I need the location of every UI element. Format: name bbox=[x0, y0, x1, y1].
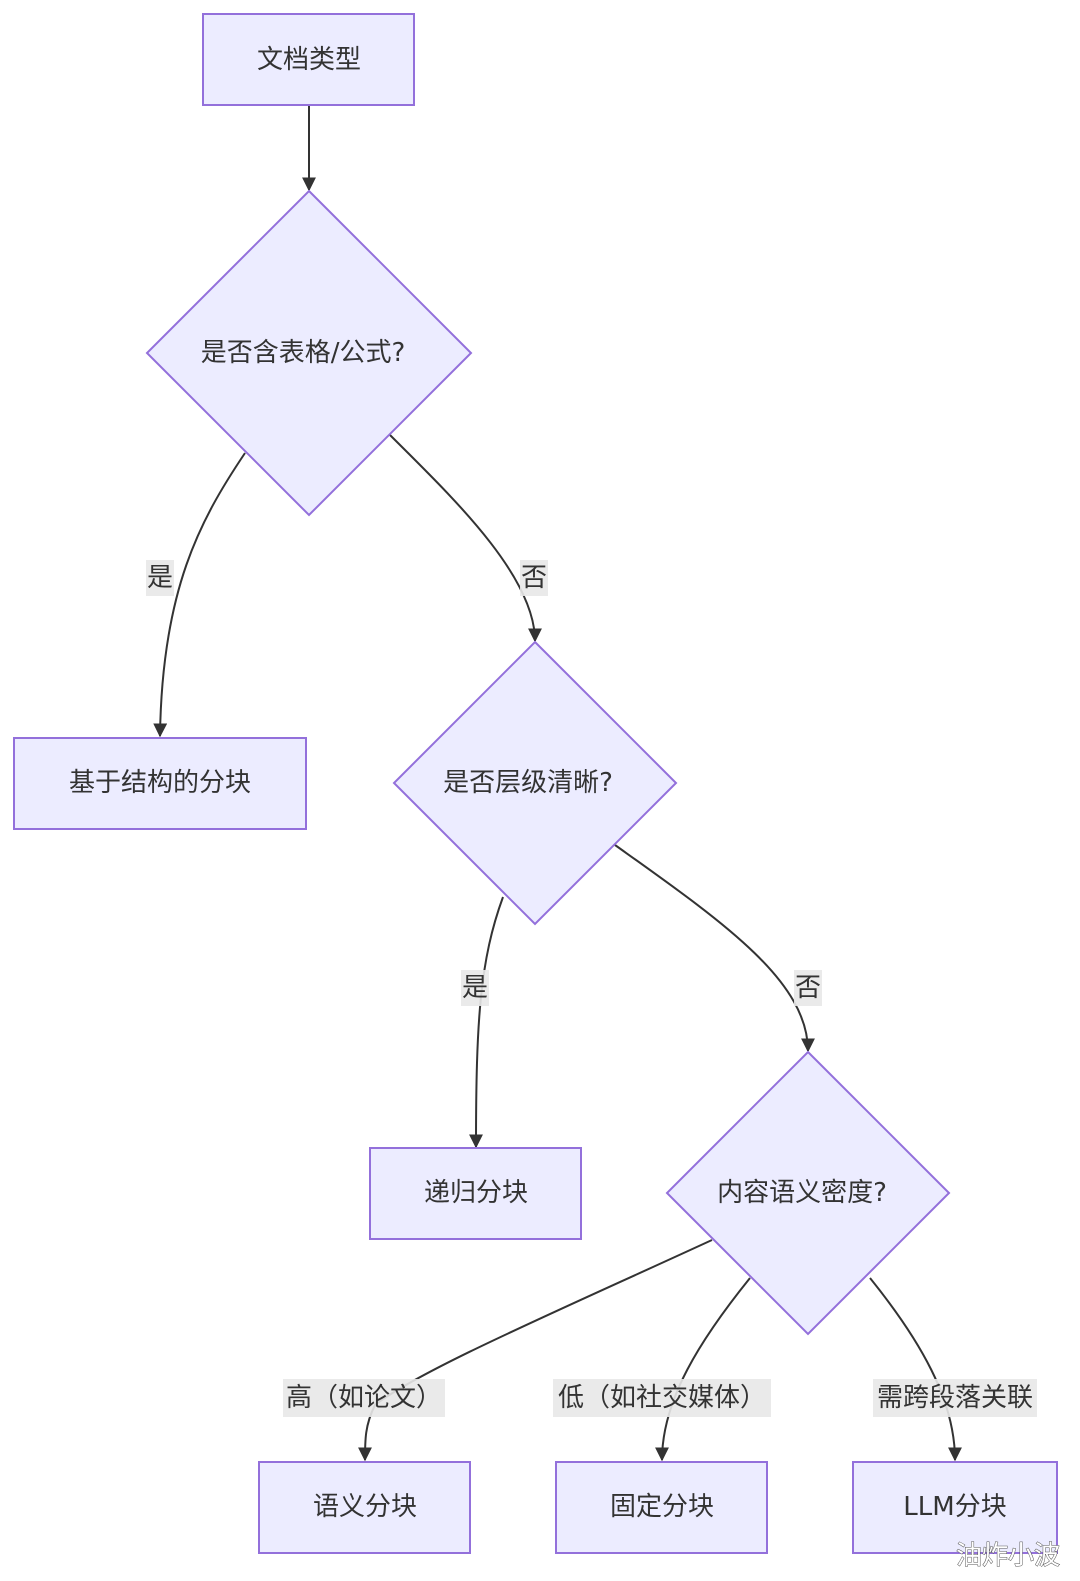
edge-label-low: 低（如社交媒体） bbox=[553, 1379, 771, 1417]
node-recursive-chunking-label: 递归分块 bbox=[424, 1178, 528, 1208]
node-recursive-chunking: 递归分块 bbox=[369, 1147, 582, 1240]
node-structure-chunking: 基于结构的分块 bbox=[13, 737, 307, 830]
decision-table-formula: 是否含表格/公式? bbox=[145, 189, 473, 517]
edge-label-no-1: 否 bbox=[520, 560, 548, 596]
node-structure-chunking-label: 基于结构的分块 bbox=[69, 768, 251, 798]
decision-table-formula-label: 是否含表格/公式? bbox=[201, 338, 406, 368]
decision-hierarchy-label: 是否层级清晰? bbox=[443, 768, 613, 798]
edge-label-yes-1-text: 是 bbox=[147, 563, 173, 593]
edge-label-high: 高（如论文） bbox=[283, 1379, 445, 1417]
edge-label-no-2-text: 否 bbox=[795, 973, 821, 1003]
edge-label-yes-2: 是 bbox=[461, 970, 489, 1006]
node-semantic-chunking: 语义分块 bbox=[258, 1461, 471, 1554]
edge-q3-cross bbox=[869, 1277, 962, 1462]
decision-hierarchy: 是否层级清晰? bbox=[392, 640, 678, 926]
node-doc-type-label: 文档类型 bbox=[257, 45, 361, 75]
edge-q3-high bbox=[358, 1239, 713, 1462]
edge-q2-yes bbox=[469, 896, 504, 1149]
decision-semantic-density-label: 内容语义密度? bbox=[717, 1178, 887, 1208]
node-llm-chunking: LLM分块 bbox=[852, 1461, 1058, 1554]
decision-semantic-density: 内容语义密度? bbox=[665, 1050, 951, 1336]
node-fixed-chunking-label: 固定分块 bbox=[610, 1492, 714, 1522]
edge-q1-no bbox=[389, 434, 542, 643]
watermark: 油炸小波 bbox=[956, 1541, 1060, 1571]
edge-q3-low bbox=[655, 1277, 751, 1462]
node-semantic-chunking-label: 语义分块 bbox=[313, 1492, 417, 1522]
edge-q1-yes bbox=[153, 452, 246, 738]
node-fixed-chunking: 固定分块 bbox=[555, 1461, 768, 1554]
edge-q2-no bbox=[614, 844, 815, 1053]
edge-label-no-2: 否 bbox=[794, 970, 822, 1006]
edge-label-no-1-text: 否 bbox=[521, 563, 547, 593]
edge-label-yes-2-text: 是 bbox=[462, 973, 488, 1003]
edge-label-cross-paragraph-text: 需跨段落关联 bbox=[877, 1383, 1033, 1413]
edge-label-yes-1: 是 bbox=[146, 560, 174, 596]
edge-label-low-text: 低（如社交媒体） bbox=[558, 1383, 766, 1413]
edge-label-cross-paragraph: 需跨段落关联 bbox=[873, 1379, 1037, 1417]
node-doc-type: 文档类型 bbox=[202, 13, 415, 106]
edge-label-high-text: 高（如论文） bbox=[286, 1383, 442, 1413]
node-llm-chunking-label: LLM分块 bbox=[903, 1492, 1006, 1522]
